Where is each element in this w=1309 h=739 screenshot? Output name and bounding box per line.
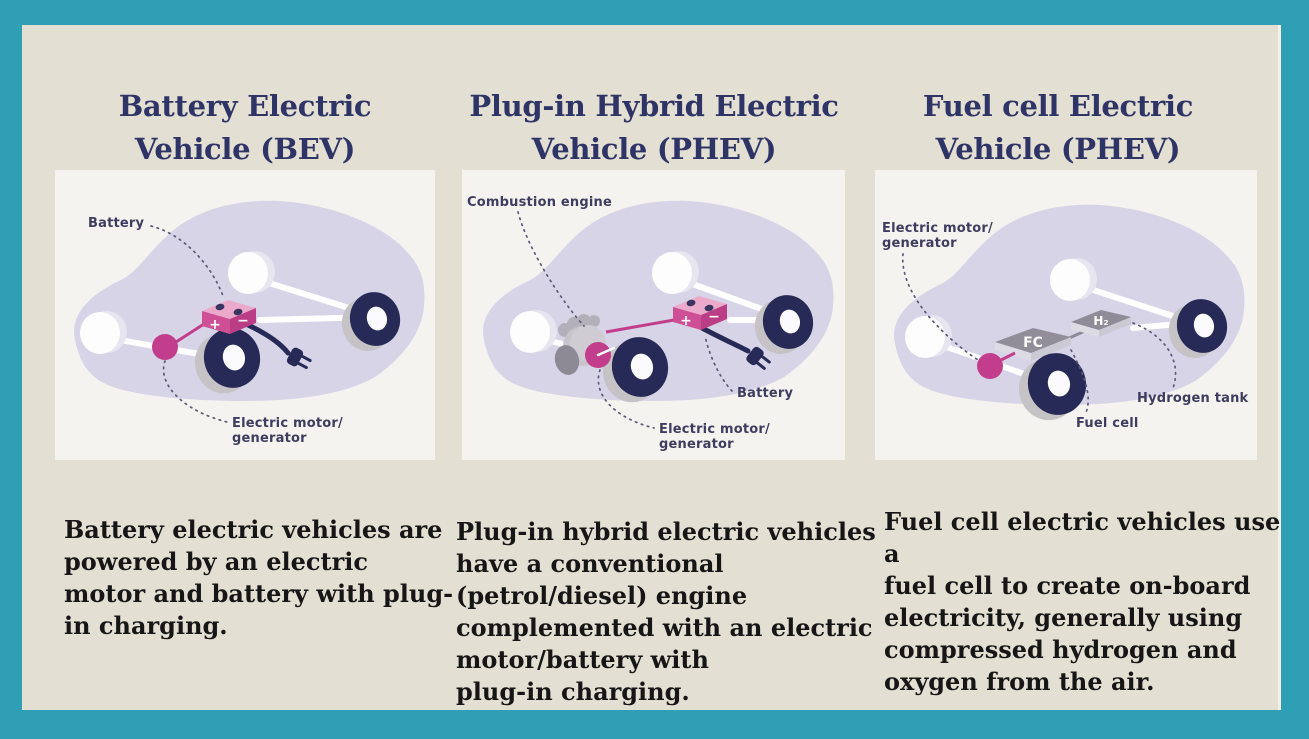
battery-minus-sign: −	[708, 309, 720, 325]
bev-diagram-panel: + − Battery Electric motor/ generator	[55, 170, 435, 460]
fuel-cell-leader	[1070, 349, 1089, 416]
far-wheel-rear-icon	[652, 251, 699, 294]
leader-lines	[517, 211, 733, 429]
bev-car-diagram: + −	[74, 200, 425, 423]
phev-diagram-panel: + − Combustion engine Battery Electric m…	[462, 170, 845, 460]
near-wheel-front-icon	[194, 328, 261, 394]
motor-leader	[162, 360, 228, 423]
motor-link-line	[998, 351, 1016, 363]
phev-motor-label: Electric motor/ generator	[659, 422, 770, 452]
phev-combustion-label: Combustion engine	[467, 195, 613, 210]
battery-icon: + −	[673, 296, 727, 330]
fcev-title: Fuel cell Electric Vehicle (PHEV)	[922, 89, 1194, 167]
near-wheel-front-icon	[602, 337, 669, 403]
bev-title: Battery Electric Vehicle (BEV)	[118, 89, 372, 167]
motor-leader	[902, 253, 979, 361]
far-wheel-front-icon	[80, 311, 127, 354]
near-wheel-front-icon	[1018, 353, 1087, 421]
motor-axle-highlight	[596, 346, 616, 357]
fcev-motor-label: Electric motor/ generator	[882, 221, 993, 251]
battery-leader	[704, 335, 733, 392]
bev-description: Battery electric vehicles are powered by…	[64, 515, 454, 640]
fcev-diagram-panel: FC H₂	[875, 170, 1257, 460]
leader-lines	[902, 253, 1177, 416]
leader-lines	[150, 225, 228, 423]
hydrogen-tank-leader	[1132, 322, 1177, 389]
fcev-hydrogen-tank-label: Hydrogen tank	[1137, 391, 1249, 406]
battery-leader	[150, 225, 224, 297]
plug-icon	[746, 346, 771, 370]
far-wheel-rear-icon	[228, 251, 275, 294]
motor-link-line	[605, 318, 675, 334]
phev-title: Plug-in Hybrid Electric Vehicle (PHEV)	[469, 89, 839, 167]
phev-car-diagram: + −	[483, 200, 834, 429]
battery-minus-sign: −	[237, 313, 249, 329]
plug-cable	[699, 325, 751, 354]
battery-icon: + −	[202, 300, 256, 334]
phev-battery-label: Battery	[737, 386, 794, 401]
phev-description: Plug-in hybrid electric vehicles have a …	[456, 517, 876, 706]
plug-cable	[245, 322, 291, 356]
h2-box-label: H₂	[1093, 314, 1108, 328]
fc-box-label: FC	[1023, 335, 1043, 351]
near-wheel-rear-icon	[341, 292, 401, 351]
infographic-background: Battery Electric Vehicle (BEV)	[22, 25, 1281, 710]
bev-motor-label: Electric motor/ generator	[232, 416, 343, 446]
fcev-fuel-cell-label: Fuel cell	[1076, 416, 1139, 431]
far-wheel-rear-icon	[1050, 258, 1097, 301]
electric-motor-icon	[152, 334, 178, 360]
motor-leader	[597, 369, 655, 429]
near-wheel-rear-icon	[754, 295, 814, 354]
hydrogen-tank-box-icon: H₂	[1071, 310, 1131, 337]
plug-icon	[286, 347, 312, 370]
battery-plus-sign: +	[680, 313, 692, 329]
fuel-cell-box-icon: FC	[995, 328, 1071, 361]
near-wheel-rear-icon	[1168, 299, 1228, 358]
combustion-leader	[517, 211, 585, 327]
fcev-description: Fuel cell electric vehicles use a fuel c…	[884, 507, 1281, 696]
far-wheel-front-icon	[905, 315, 952, 358]
fcev-car-diagram: FC H₂	[894, 204, 1245, 421]
bev-battery-label: Battery	[88, 216, 145, 231]
motor-link-line	[175, 322, 205, 344]
far-wheel-front-icon	[510, 310, 557, 353]
inner-edge-highlight	[1278, 25, 1281, 710]
car-body	[894, 204, 1245, 405]
electric-motor-icon	[977, 353, 1003, 379]
battery-plus-sign: +	[209, 317, 221, 333]
